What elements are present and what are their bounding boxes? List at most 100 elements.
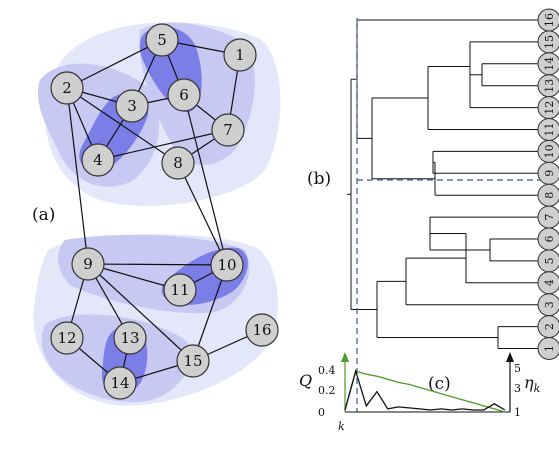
dendrogram-leaf-12: 12: [537, 96, 559, 120]
node-label-15: 15: [183, 352, 202, 370]
chart-ylabel-right: ηk: [524, 373, 541, 395]
edge-2-9: [66, 87, 89, 265]
dendrogram-leaf-label-14: 14: [543, 57, 556, 71]
dendrogram-leaf-1: 1: [537, 337, 559, 360]
node-6: 6: [167, 78, 201, 112]
chart-ylabel-right-sub: k: [534, 382, 541, 395]
chart-ylabel-left: Q: [299, 371, 312, 390]
node-label-5: 5: [157, 31, 167, 49]
chart-left-axis-arrow: [341, 352, 349, 362]
node-11: 11: [163, 273, 197, 307]
node-13: 13: [113, 321, 147, 355]
panel-label-c: (c): [428, 374, 451, 394]
node-label-8: 8: [173, 154, 183, 172]
node-10: 10: [210, 248, 244, 282]
node-circle-3: [115, 89, 149, 123]
panel-label-a: (a): [32, 205, 55, 225]
node-circle-2: [50, 71, 84, 105]
node-9: 9: [71, 247, 105, 281]
node-label-7: 7: [223, 121, 233, 139]
chart-right-tick-0: 5: [514, 362, 521, 375]
dendrogram: [347, 19, 538, 349]
series-q-line: [344, 368, 506, 411]
node-circle-5: [145, 23, 179, 57]
node-label-12: 12: [57, 329, 76, 347]
dendrogram-leaf-13: 13: [537, 74, 559, 98]
dendrogram-leaf-3: 3: [537, 293, 559, 317]
dendrogram-leaf-5: 5: [537, 249, 559, 273]
dendrogram-leaf-label-2: 2: [543, 323, 556, 330]
node-circle-11: [163, 273, 197, 307]
dendrogram-leaf-7: 7: [537, 205, 559, 229]
node-3: 3: [115, 89, 149, 123]
chart-left-tick-0: 0.4: [318, 364, 336, 377]
node-circle-14: [103, 366, 137, 400]
dendrogram-leaf-label-4: 4: [543, 279, 556, 286]
node-label-11: 11: [170, 281, 189, 299]
node-label-13: 13: [120, 329, 139, 347]
dendrogram-leaf-label-12: 12: [543, 101, 556, 115]
node-label-14: 14: [110, 374, 129, 392]
dendrogram-leaf-11: 11: [537, 118, 559, 141]
chart-ylabel-right-main: η: [524, 373, 534, 392]
dendrogram-leaf-label-8: 8: [543, 192, 556, 199]
dendrogram-leaf-label-13: 13: [543, 79, 556, 93]
chart-left-tick-2: 0: [318, 406, 325, 419]
edge-10-15: [192, 264, 228, 362]
node-4: 4: [81, 143, 115, 177]
dendrogram-leaf-4: 4: [537, 271, 559, 295]
node-circle-4: [81, 143, 115, 177]
node-label-3: 3: [127, 97, 137, 115]
series-eta-line: [344, 370, 506, 413]
dendrogram-leaf-label-16: 16: [543, 13, 556, 27]
panel-label-b: (b): [307, 169, 331, 189]
node-circle-7: [211, 113, 245, 147]
dendrogram-leaf-circle-1: [537, 337, 559, 360]
dendrogram-leaf-14: 14: [537, 52, 559, 76]
dendrogram-leaf-16: 16: [537, 8, 559, 32]
node-label-9: 9: [83, 255, 93, 273]
modularity-chart: Q 0.4 0.2 0 5 3 1 ηk k: [299, 352, 541, 433]
dendrogram-leaf-2: 2: [537, 315, 559, 339]
node-label-10: 10: [217, 256, 236, 274]
edge-2-8: [66, 87, 179, 164]
node-16: 16: [245, 313, 279, 347]
dendrogram-leaf-label-6: 6: [543, 236, 556, 243]
node-14: 14: [103, 366, 137, 400]
chart-right-tick-2: 1: [514, 406, 521, 419]
chart-series: [344, 368, 506, 413]
dendrogram-leaf-label-11: 11: [543, 123, 556, 137]
node-8: 8: [161, 146, 195, 180]
node-label-1: 1: [235, 46, 245, 64]
chart-left-tick-1: 0.2: [318, 384, 336, 397]
edge-6-10: [183, 94, 228, 266]
dendrogram-leaves: 16 15 14 13 12 11 10 9 8 7 6 5 4 3 2 1: [537, 8, 559, 360]
dendrogram-leaf-label-7: 7: [543, 214, 556, 221]
dendrogram-leaf-9: 9: [537, 161, 559, 185]
node-label-2: 2: [62, 79, 72, 97]
node-circle-6: [167, 78, 201, 112]
node-circle-13: [113, 321, 147, 355]
node-circle-8: [161, 146, 195, 180]
chart-xlabel: k: [338, 420, 345, 433]
node-7: 7: [211, 113, 245, 147]
chart-right-axis-arrow: [506, 352, 514, 362]
node-5: 5: [145, 23, 179, 57]
dendrogram-leaf-label-15: 15: [543, 35, 556, 49]
node-1: 1: [223, 38, 257, 72]
node-circle-9: [71, 247, 105, 281]
dendrogram-leaf-15: 15: [537, 30, 559, 54]
node-circle-12: [50, 321, 84, 355]
node-2: 2: [50, 71, 84, 105]
dendrogram-leaf-label-10: 10: [543, 144, 556, 158]
edge-5-2: [66, 39, 163, 89]
node-12: 12: [50, 321, 84, 355]
dendrogram-leaf-label-3: 3: [543, 301, 556, 308]
edge-9-10: [87, 263, 228, 266]
node-circle-16: [245, 313, 279, 347]
dendrogram-leaf-6: 6: [537, 227, 559, 251]
dendrogram-leaf-label-1: 1: [543, 345, 556, 352]
node-label-6: 6: [179, 86, 189, 104]
